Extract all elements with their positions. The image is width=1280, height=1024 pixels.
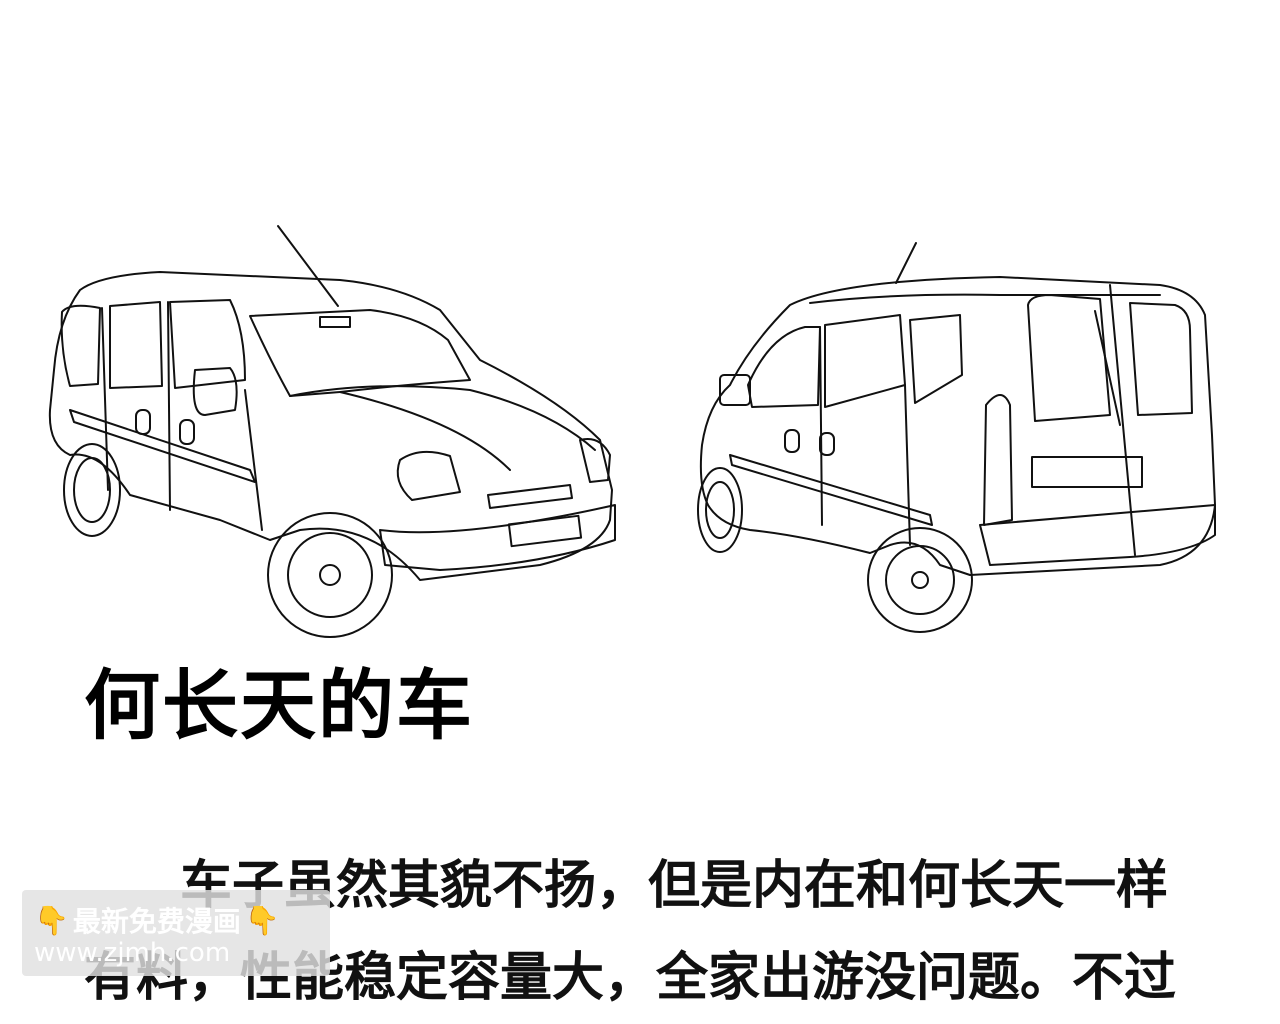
page-title: 何长天的车: [84, 661, 474, 750]
watermark: 👇 最新免费漫画 👇 www.zjmh.com: [22, 890, 330, 976]
watermark-label: 最新免费漫画: [72, 905, 241, 938]
van-rear-illustration: [690, 235, 1235, 645]
watermark-url: www.zjmh.com: [34, 938, 231, 968]
pointing-down-hand-icon: 👇: [34, 903, 69, 937]
van-front-illustration: [40, 220, 630, 660]
paragraph-line-1: 车子虽然其貌不扬，但是内在和何长天一样: [180, 856, 1169, 916]
story-paragraph: 车子虽然其貌不扬，但是内在和何长天一样 有料，性能稳定容量大，全家出游没问题。不…: [84, 840, 1176, 1024]
pointing-down-hand-icon: 👇: [244, 903, 280, 937]
